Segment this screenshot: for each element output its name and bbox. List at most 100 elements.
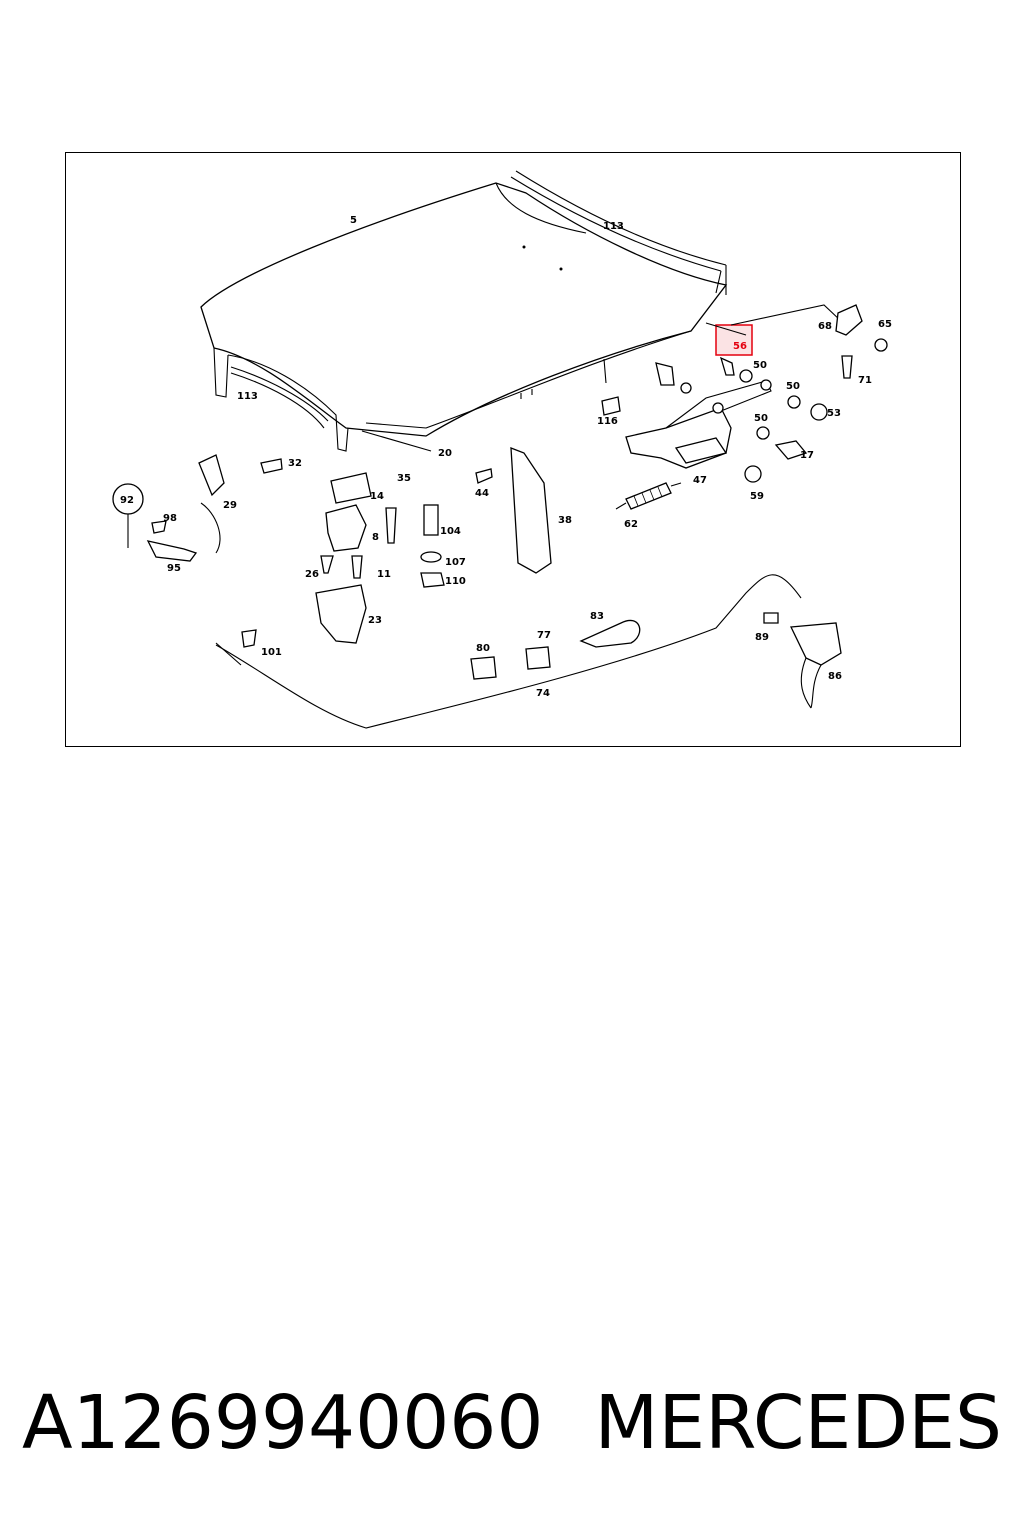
label-59[interactable]: 59	[750, 491, 764, 502]
svg-text:80: 80	[476, 643, 490, 654]
part-number: A1269940060	[22, 1380, 544, 1466]
label-113-rear[interactable]: 113	[603, 221, 624, 232]
label-116[interactable]: 116	[597, 416, 618, 427]
label-17[interactable]: 17	[800, 450, 814, 461]
label-56-highlighted[interactable]: 56	[733, 341, 747, 352]
svg-text:38: 38	[558, 515, 572, 526]
rear-seal	[510, 170, 727, 295]
label-35[interactable]: 35	[397, 473, 411, 484]
svg-text:50: 50	[753, 360, 767, 371]
svg-text:11: 11	[377, 569, 391, 580]
label-32[interactable]: 32	[288, 458, 302, 469]
label-14[interactable]: 14	[370, 491, 384, 502]
label-20[interactable]: 20	[438, 448, 452, 459]
bolt-104	[423, 504, 439, 536]
svg-text:86: 86	[828, 671, 842, 682]
svg-text:101: 101	[261, 647, 282, 658]
label-53[interactable]: 53	[827, 408, 841, 419]
svg-text:23: 23	[368, 615, 382, 626]
svg-text:95: 95	[167, 563, 181, 574]
brand-name: MERCEDES	[594, 1380, 1002, 1466]
label-50-a[interactable]: 50	[753, 360, 767, 371]
svg-text:113: 113	[237, 391, 258, 402]
svg-text:107: 107	[445, 557, 466, 568]
label-29[interactable]: 29	[223, 500, 237, 511]
svg-text:92: 92	[120, 495, 134, 506]
part-101	[241, 629, 257, 648]
highlight-box-56[interactable]	[715, 324, 753, 356]
svg-text:74: 74	[536, 688, 550, 699]
part-83	[579, 620, 641, 648]
svg-text:77: 77	[537, 630, 551, 641]
svg-text:68: 68	[818, 321, 832, 332]
svg-text:98: 98	[163, 513, 177, 524]
label-62[interactable]: 62	[624, 519, 638, 530]
label-65[interactable]: 65	[878, 319, 892, 330]
label-86[interactable]: 86	[828, 671, 842, 682]
svg-text:35: 35	[397, 473, 411, 484]
svg-text:44: 44	[475, 488, 489, 499]
clip-56	[655, 356, 735, 386]
exploded-parts-diagram: 5 113 113 56 68 65 71 50 50 53 50 17 116…	[112, 170, 892, 729]
svg-text:71: 71	[858, 375, 872, 386]
part-group-92[interactable]	[112, 483, 198, 562]
label-50-b[interactable]: 50	[786, 381, 800, 392]
svg-text:89: 89	[755, 632, 769, 643]
label-110[interactable]: 110	[445, 576, 466, 587]
hood-panel	[200, 182, 728, 452]
label-11[interactable]: 11	[377, 569, 391, 580]
label-77[interactable]: 77	[537, 630, 551, 641]
spring-62	[615, 482, 682, 510]
svg-text:47: 47	[693, 475, 707, 486]
svg-text:110: 110	[445, 576, 466, 587]
label-83[interactable]: 83	[590, 611, 604, 622]
part-29	[198, 454, 283, 554]
part-38	[510, 447, 552, 574]
svg-text:29: 29	[223, 500, 237, 511]
label-95[interactable]: 95	[167, 563, 181, 574]
svg-text:56: 56	[733, 341, 747, 352]
label-8[interactable]: 8	[372, 532, 379, 543]
callout-labels: 5 113 113 56 68 65 71 50 50 53 50 17 116…	[120, 215, 892, 699]
label-50-c[interactable]: 50	[754, 413, 768, 424]
svg-text:8: 8	[372, 532, 379, 543]
label-74[interactable]: 74	[536, 688, 550, 699]
label-47[interactable]: 47	[693, 475, 707, 486]
label-92[interactable]: 92	[120, 495, 134, 506]
svg-text:26: 26	[305, 569, 319, 580]
label-89[interactable]: 89	[755, 632, 769, 643]
label-38[interactable]: 38	[558, 515, 572, 526]
label-44[interactable]: 44	[475, 488, 489, 499]
part-77	[525, 646, 551, 670]
svg-text:62: 62	[624, 519, 638, 530]
label-68[interactable]: 68	[818, 321, 832, 332]
label-98[interactable]: 98	[163, 513, 177, 524]
label-107[interactable]: 107	[445, 557, 466, 568]
label-113-side[interactable]: 113	[237, 391, 258, 402]
release-handle	[763, 612, 842, 709]
label-71[interactable]: 71	[858, 375, 872, 386]
label-5[interactable]: 5	[350, 215, 357, 226]
svg-text:116: 116	[597, 416, 618, 427]
label-101[interactable]: 101	[261, 647, 282, 658]
label-104[interactable]: 104	[440, 526, 461, 537]
cable-74	[215, 574, 802, 729]
side-seal	[230, 366, 329, 429]
svg-text:104: 104	[440, 526, 461, 537]
hinge-assembly	[625, 379, 772, 469]
label-80[interactable]: 80	[476, 643, 490, 654]
svg-text:17: 17	[800, 450, 814, 461]
svg-text:50: 50	[786, 381, 800, 392]
svg-text:59: 59	[750, 491, 764, 502]
label-23[interactable]: 23	[368, 615, 382, 626]
svg-text:65: 65	[878, 319, 892, 330]
svg-text:53: 53	[827, 408, 841, 419]
svg-text:20: 20	[438, 448, 452, 459]
svg-text:5: 5	[350, 215, 357, 226]
svg-text:50: 50	[754, 413, 768, 424]
parts-diagram-frame: 5 113 113 56 68 65 71 50 50 53 50 17 116…	[65, 152, 961, 747]
part-80	[470, 656, 497, 680]
label-26[interactable]: 26	[305, 569, 319, 580]
fasteners-right	[739, 304, 888, 483]
part-116	[601, 396, 621, 416]
